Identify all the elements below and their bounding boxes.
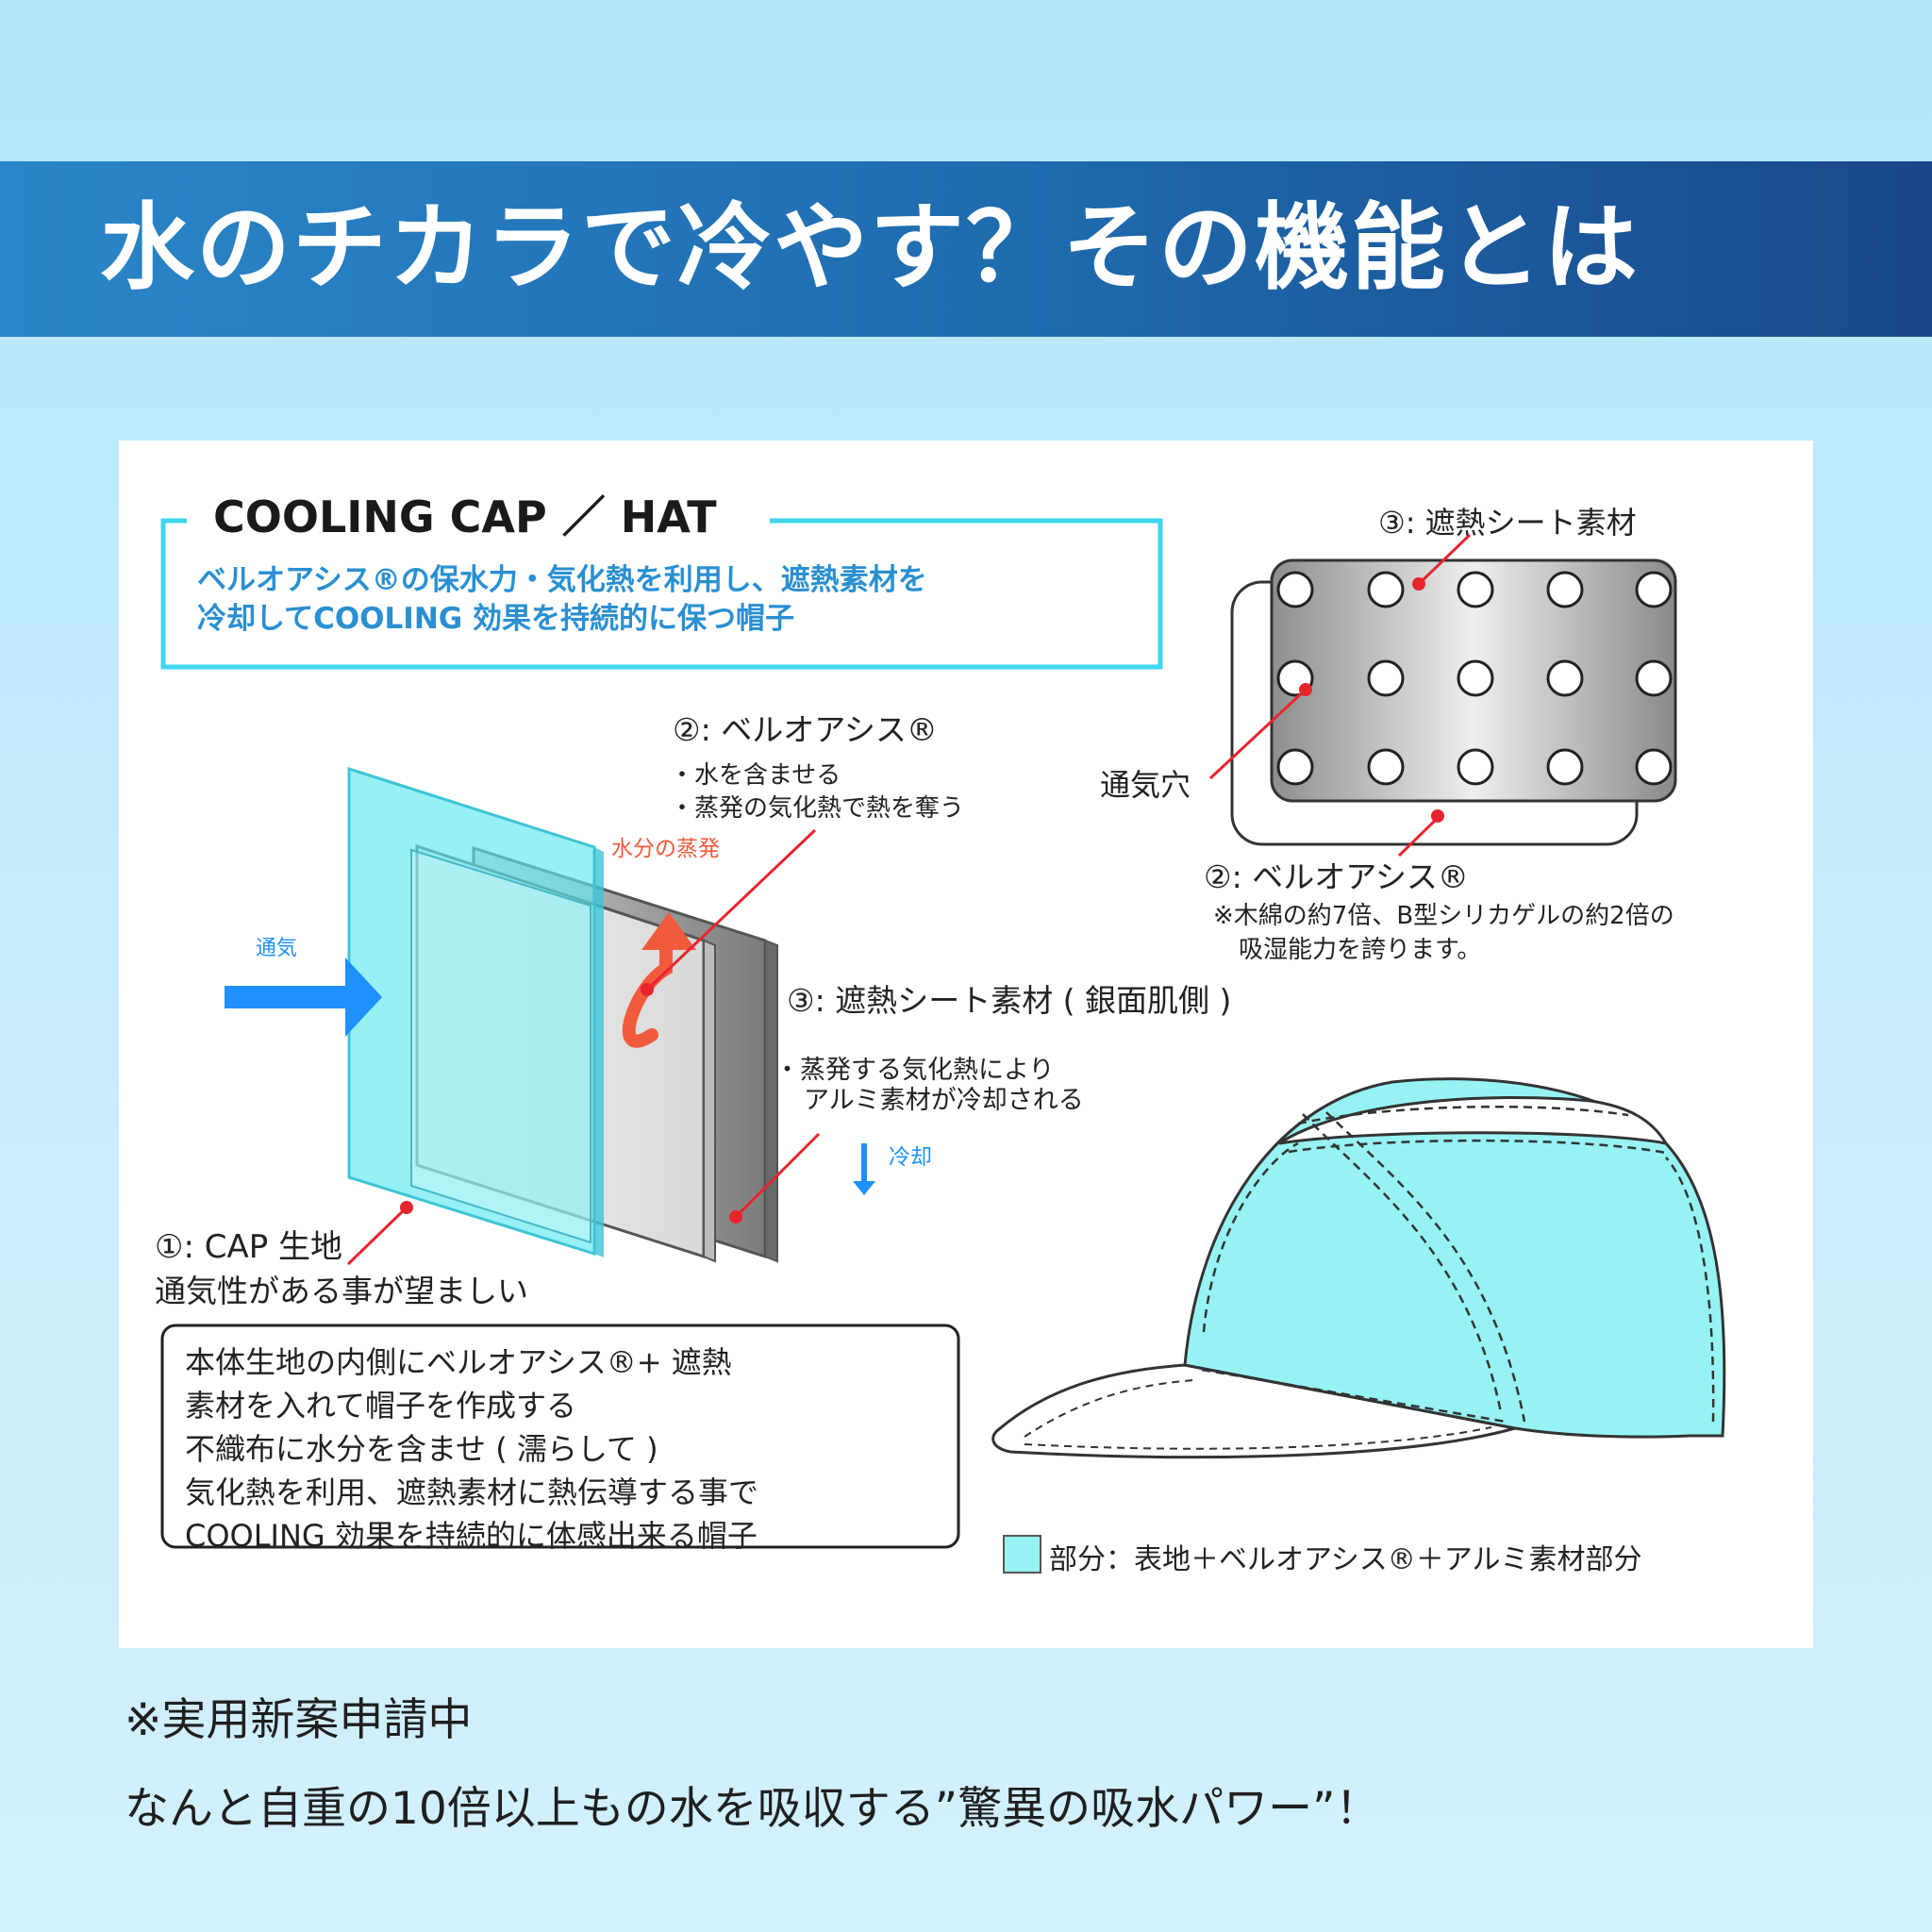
sheet-layer-2-note-1: ※木綿の約7倍、B型シリカゲルの約2倍の: [1213, 902, 1674, 930]
summary-box: [160, 1324, 960, 1549]
subtitle-line-2: 冷却してCOOLING 効果を持続的に保つ帽子: [197, 602, 794, 636]
layer-2-bullet-1: ・水を含ませる: [670, 761, 841, 790]
sheet-pointers: [1208, 533, 1472, 858]
airflow-arrow: 通気: [225, 937, 382, 1037]
layer-3-title: ③: 遮熱シート素材 ( 銀面肌側 ): [787, 982, 1231, 1019]
summary-line-4: 気化熱を利用、遮熱素材に熱伝導する事で: [185, 1474, 758, 1510]
cooling-label: 冷却: [889, 1145, 932, 1170]
airflow-label: 通気: [256, 937, 297, 960]
summary-line-3: 不織布に水分を含ませ ( 濡らして ): [185, 1431, 658, 1467]
absorption-note: なんと自重の10倍以上もの水を吸収する”驚異の吸水パワー”！: [125, 1783, 1380, 1835]
vent-hole-label: 通気穴: [1100, 767, 1191, 803]
cap-brim: [991, 1363, 1516, 1459]
summary-line-2: 素材を入れて帽子を作成する: [185, 1388, 576, 1424]
layer-1-title: ①: CAP 生地: [155, 1228, 342, 1266]
layer-pointers: [346, 828, 821, 1266]
layer-stack: [347, 766, 778, 1263]
vent-holes: [1276, 571, 1673, 786]
summary-line-5: COOLING 効果を持続的に体感出来る帽子: [185, 1518, 758, 1554]
legend-label: 部分：表地＋ベルオアシス®＋アルミ素材部分: [1049, 1543, 1642, 1576]
legend-swatch: [1003, 1535, 1041, 1574]
vent-sheet-illustration: [1208, 533, 1677, 858]
layer-2-title: ②: ベルオアシス®: [673, 711, 938, 748]
diagram-panel: COOLING CAP ／ HAT ベルオアシス®の保水力・気化熱を利用し、遮熱…: [119, 441, 1813, 1648]
layer-2-bullet-2: ・蒸発の気化熱で熱を奪う: [670, 794, 964, 823]
subtitle-line-1: ベルオアシス®の保水力・気化熱を利用し、遮熱素材を: [197, 563, 927, 597]
layer-1-description: 通気性がある事が望ましい: [155, 1273, 528, 1309]
evaporation-label: 水分の蒸発: [611, 837, 720, 861]
layer-3-bullet-1: ・蒸発する気化熱により: [774, 1056, 1054, 1085]
cap-illustration: [991, 1077, 1726, 1459]
sheet-layer-2-title: ②: ベルオアシス®: [1204, 858, 1469, 895]
evaporation-arrow: 水分の蒸発: [611, 837, 720, 1048]
title-frame: COOLING CAP ／ HAT ベルオアシス®の保水力・気化熱を利用し、遮熱…: [160, 491, 1163, 670]
cooling-cap-diagram: COOLING CAP ／ HAT ベルオアシス®の保水力・気化熱を利用し、遮熱…: [155, 491, 1726, 1576]
patent-note: ※実用新案申請中: [125, 1694, 473, 1746]
diagram-heading: COOLING CAP ／ HAT: [213, 491, 717, 542]
page-title: 水のチカラで冷やす？その機能とは: [100, 192, 1640, 303]
summary-line-1: 本体生地の内側にベルオアシス®+ 遮熱: [185, 1344, 732, 1380]
layer-3-bullet-2: アルミ素材が冷却される: [804, 1086, 1084, 1115]
cooling-arrow: 冷却: [853, 1143, 932, 1195]
title-banner: 水のチカラで冷やす？その機能とは: [0, 161, 1932, 337]
sheet-title: ③: 遮熱シート素材: [1378, 505, 1637, 541]
sheet-layer-2-note-2: 吸湿能力を誇ります。: [1239, 936, 1481, 964]
